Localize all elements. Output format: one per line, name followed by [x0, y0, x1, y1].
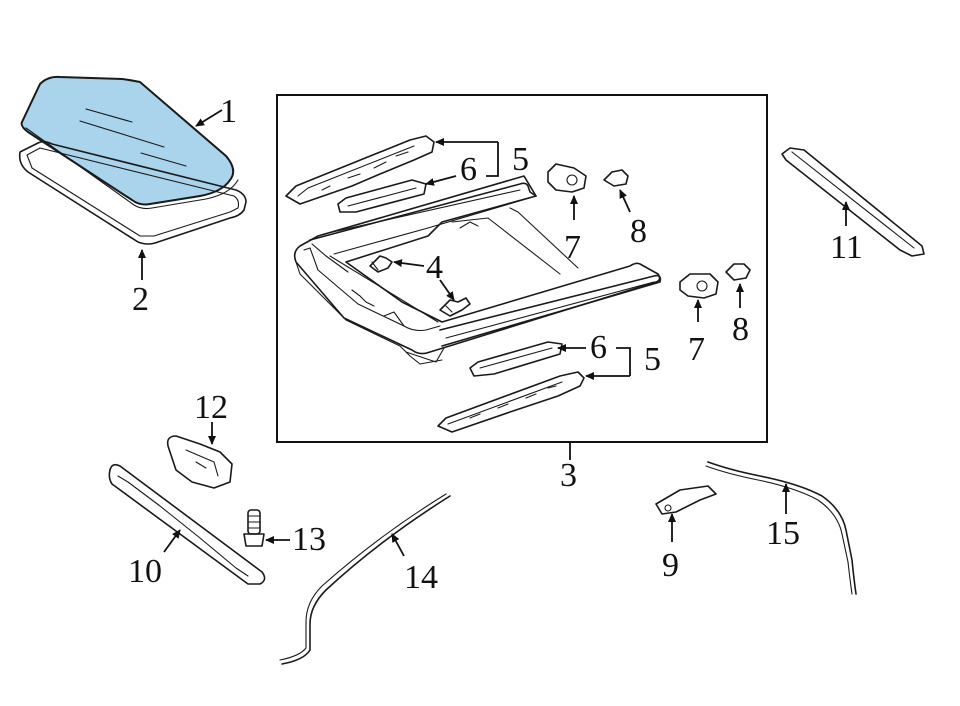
- callout-12: 12: [194, 389, 228, 426]
- callout-7a: 7: [564, 229, 581, 266]
- callout-6a: 6: [460, 151, 477, 188]
- callout-7b: 7: [688, 331, 705, 368]
- clip-fastener-lower[interactable]: [439, 297, 471, 317]
- leader-5b: [616, 347, 631, 376]
- mounting-bolt-part[interactable]: [243, 509, 265, 547]
- hose-bracket-part[interactable]: [655, 485, 717, 515]
- leader-1: [195, 109, 223, 127]
- callout-8b: 8: [732, 311, 749, 348]
- retainer-clip-lower[interactable]: [725, 263, 751, 281]
- leader-8a: [619, 189, 631, 213]
- rear-drain-hose-part[interactable]: [705, 461, 857, 595]
- leader-5a: [486, 142, 499, 177]
- sunroof-frame-assembly[interactable]: [293, 175, 662, 365]
- clip-fastener-upper[interactable]: [369, 255, 393, 273]
- callout-6b: 6: [590, 329, 607, 366]
- callout-2: 2: [132, 281, 149, 318]
- glass-seal-part[interactable]: [18, 140, 247, 245]
- side-bracket-upper[interactable]: [547, 163, 587, 193]
- trim-strip-part[interactable]: [108, 463, 266, 585]
- side-bracket-lower[interactable]: [679, 273, 719, 299]
- callout-4: 4: [426, 249, 443, 286]
- upper-guide-rail-part[interactable]: [285, 135, 435, 205]
- callout-5a: 5: [512, 141, 529, 178]
- leader-4b: [439, 279, 455, 301]
- callout-8a: 8: [630, 213, 647, 250]
- leader-4a: [393, 259, 425, 268]
- upper-bracket-part[interactable]: [337, 179, 427, 213]
- callout-10: 10: [128, 553, 162, 590]
- glass-panel-part[interactable]: [20, 75, 239, 210]
- leader-14: [391, 533, 405, 557]
- callout-11: 11: [830, 229, 863, 266]
- sunroof-motor-part[interactable]: [166, 435, 233, 489]
- callout-1: 1: [220, 93, 237, 130]
- callout-14: 14: [404, 559, 438, 596]
- wind-deflector-part[interactable]: [781, 147, 925, 257]
- leader-10: [163, 529, 181, 553]
- callout-5b: 5: [644, 341, 661, 378]
- frame-assembly-box: [276, 94, 768, 443]
- lower-guide-rail-part[interactable]: [437, 371, 585, 433]
- front-drain-hose-part[interactable]: [279, 493, 451, 665]
- retainer-clip-upper[interactable]: [603, 169, 629, 187]
- leader-6a: [425, 175, 457, 186]
- callout-13: 13: [292, 521, 326, 558]
- lower-bracket-part[interactable]: [469, 341, 563, 377]
- callout-15: 15: [766, 515, 800, 552]
- callout-9: 9: [662, 547, 679, 584]
- callout-3: 3: [560, 457, 577, 494]
